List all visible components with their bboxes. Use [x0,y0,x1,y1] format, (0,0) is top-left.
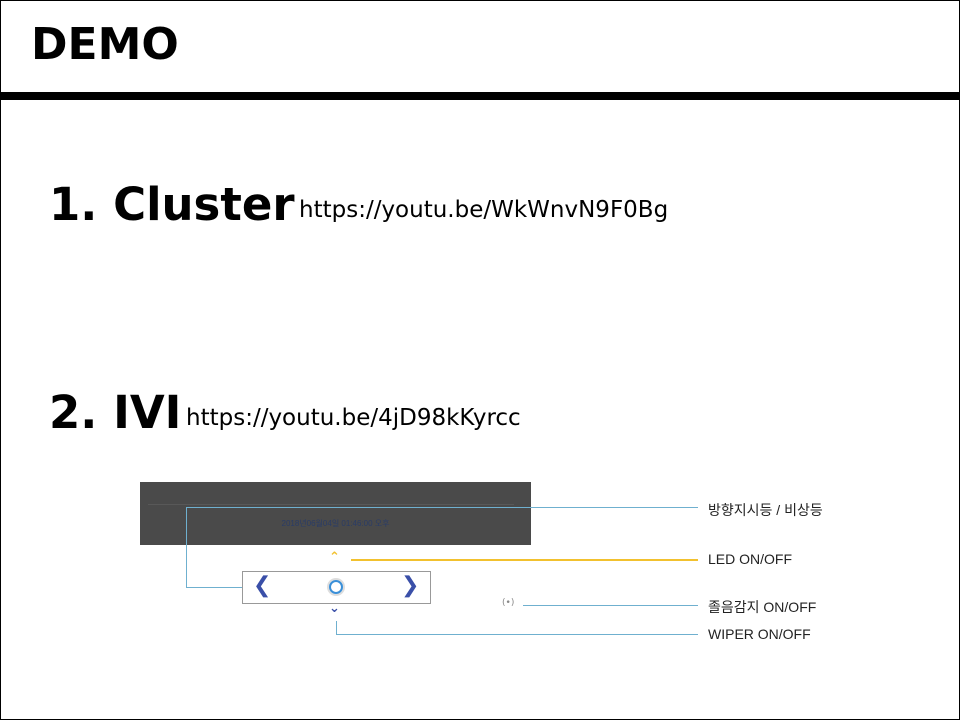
panel-divider [148,504,514,505]
connector-line [351,559,698,561]
connector-line [336,621,337,634]
connector-line [186,587,242,588]
connector-line [523,605,698,606]
chevron-left-icon[interactable]: ❮ [253,573,272,598]
center-button-icon[interactable] [329,580,343,594]
label-drowsiness: 졸음감지 ON/OFF [708,599,817,615]
connector-line [186,507,698,508]
label-led: LED ON/OFF [708,551,793,567]
label-wiper: WIPER ON/OFF [708,626,811,642]
title-divider [1,92,959,100]
link-ivi[interactable]: https://youtu.be/4jD98kKyrcc [186,405,521,431]
connector-line [336,634,698,635]
chevron-right-icon[interactable]: ❯ [401,573,420,598]
heading-cluster: 1. Cluster [49,178,295,231]
slide-title: DEMO [31,19,179,70]
label-turn-signal: 방향지시등 / 비상등 [708,502,823,518]
chevron-up-icon[interactable]: ⌃ [329,550,340,565]
datetime-text: 2018년06월04일 01:46:00 오후 [281,519,390,528]
heading-ivi: 2. IVI [49,386,182,439]
chevron-down-icon[interactable]: ⌄ [329,601,340,616]
sensor-icon: (•) [502,598,515,608]
connector-line [186,507,187,587]
direction-control: ❮ ❯ [242,571,431,604]
ivi-status-panel: 2018년06월04일 01:46:00 오후 [140,482,531,545]
link-cluster[interactable]: https://youtu.be/WkWnvN9F0Bg [299,197,669,223]
